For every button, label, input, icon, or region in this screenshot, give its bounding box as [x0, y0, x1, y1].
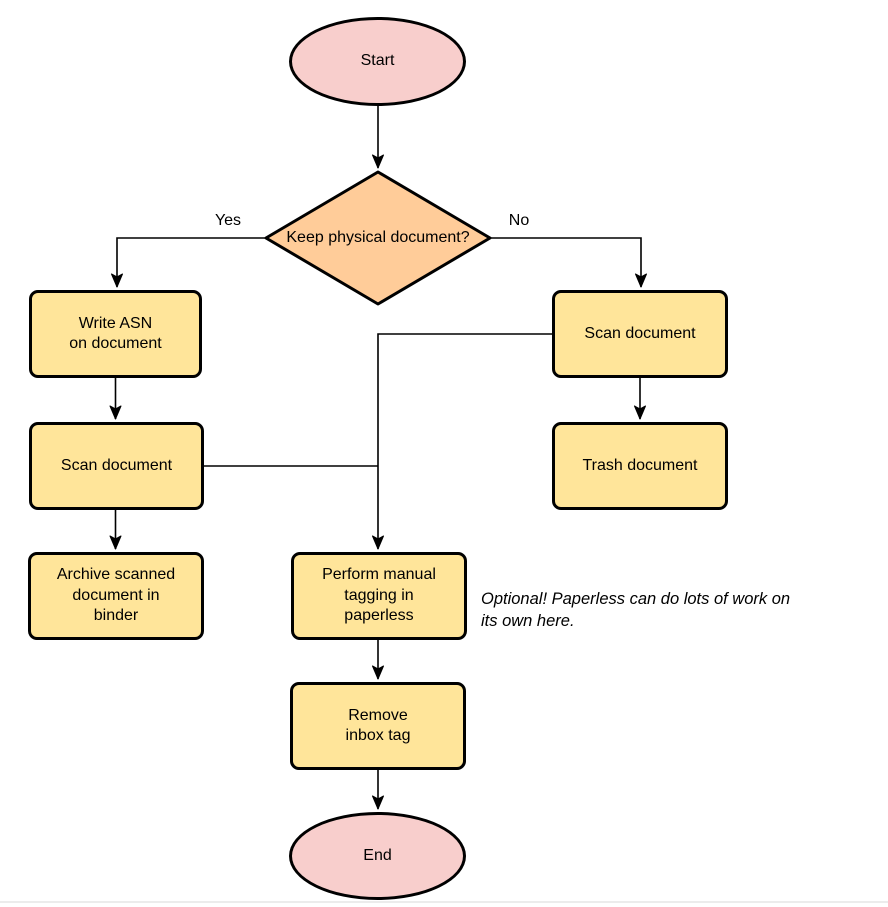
- node-archive-document-label: Archive scanned document in binder: [56, 566, 176, 625]
- node-start: Start: [289, 17, 466, 106]
- edge-scan-right-to-tagging: [372, 333, 552, 550]
- node-scan-document-right-label: Scan document: [584, 324, 696, 342]
- node-write-asn: Write ASN on document: [29, 290, 202, 378]
- annotation-optional-note: Optional! Paperless can do lots of work …: [481, 590, 791, 630]
- page-bottom-divider: [0, 901, 888, 903]
- edge-label-no: No: [508, 212, 530, 229]
- node-scan-document-left: Scan document: [29, 422, 204, 510]
- node-decision-label: Keep physical document?: [286, 228, 470, 246]
- edge-label-yes: Yes: [214, 212, 242, 229]
- node-remove-inbox-tag: Remove inbox tag: [290, 682, 466, 770]
- node-start-label: Start: [360, 52, 395, 70]
- edge-decision-to-write-asn: [111, 237, 266, 288]
- node-manual-tagging: Perform manual tagging in paperless: [291, 552, 467, 640]
- decision-diamond-shape: [264, 170, 492, 306]
- node-scan-document-left-label: Scan document: [60, 456, 173, 474]
- node-trash-document-label: Trash document: [582, 456, 698, 474]
- node-scan-document-right: Scan document: [552, 290, 728, 378]
- node-remove-inbox-tag-label: Remove inbox tag: [345, 706, 411, 744]
- node-write-asn-label: Write ASN on document: [69, 314, 162, 352]
- node-end-label: End: [363, 846, 392, 864]
- node-archive-document: Archive scanned document in binder: [28, 552, 204, 640]
- node-trash-document: Trash document: [552, 422, 728, 510]
- node-decision: Keep physical document?: [266, 172, 490, 304]
- node-manual-tagging-label: Perform manual tagging in paperless: [322, 566, 436, 625]
- edge-decision-to-scan-right: [490, 237, 647, 288]
- node-end: End: [289, 812, 466, 900]
